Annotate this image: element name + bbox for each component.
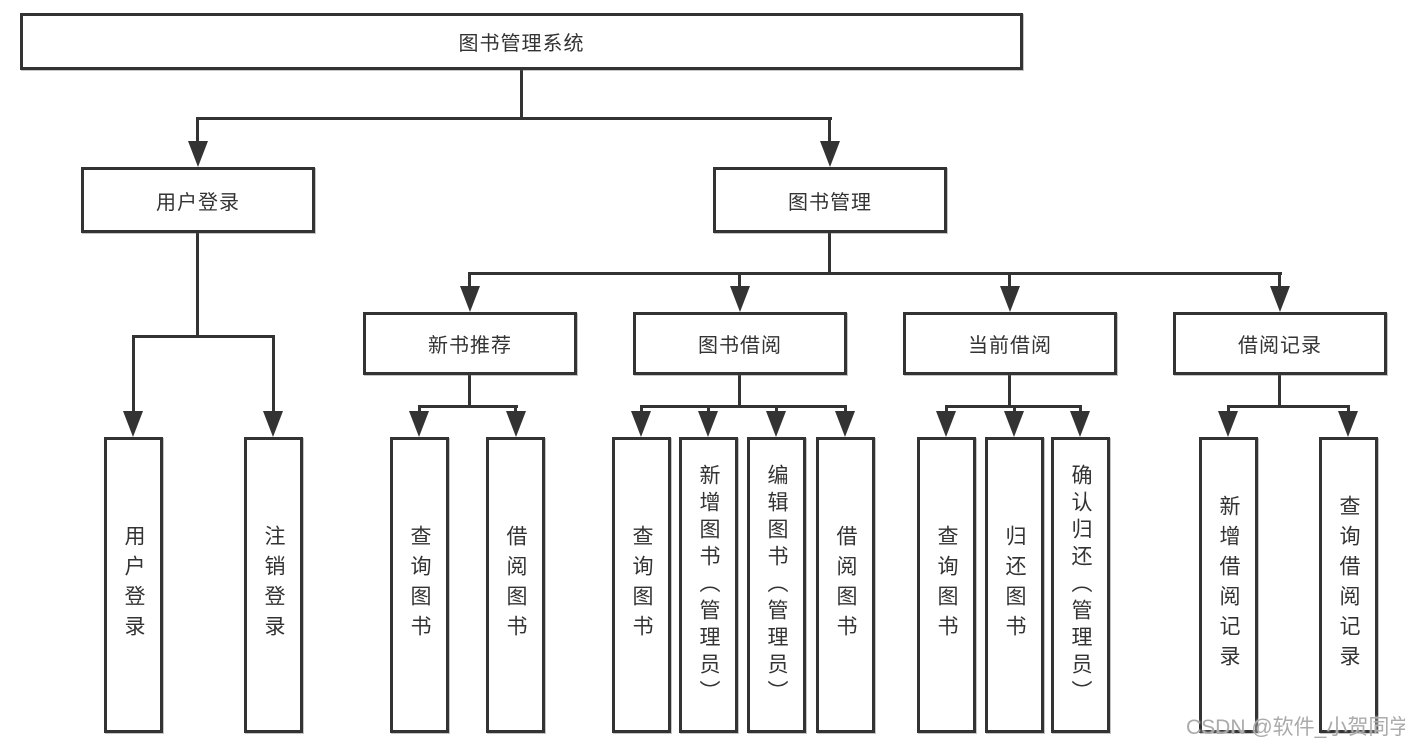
node-label: 查询图书 xyxy=(630,525,653,645)
leaf-confirm-return-admin: 确认归还（管理员） xyxy=(1051,437,1110,733)
node-label: 借阅图书 xyxy=(504,525,527,645)
node-label: 新书推荐 xyxy=(428,335,512,357)
node-label: 查询借阅记录 xyxy=(1337,495,1360,675)
node-label: 归还图书 xyxy=(1003,525,1026,645)
connector-line xyxy=(418,405,518,408)
node-book-borrowing: 图书借阅 xyxy=(633,312,847,375)
node-book-management: 图书管理 xyxy=(713,167,947,233)
connector-line xyxy=(1227,405,1350,408)
arrowhead-down-icon xyxy=(766,411,786,437)
arrowhead-down-icon xyxy=(1000,286,1020,312)
node-label: 编辑图书（管理员） xyxy=(765,463,788,707)
arrowhead-down-icon xyxy=(730,286,750,312)
leaf-query-books-current: 查询图书 xyxy=(917,437,976,733)
arrowhead-down-icon xyxy=(835,411,855,437)
node-label: 新增图书（管理员） xyxy=(697,463,720,707)
node-label: 借阅记录 xyxy=(1238,335,1322,357)
leaf-borrow-books-recommend: 借阅图书 xyxy=(486,437,545,733)
leaf-add-borrow-record: 新增借阅记录 xyxy=(1199,437,1258,733)
node-user-login: 用户登录 xyxy=(81,167,315,233)
arrowhead-down-icon xyxy=(1070,411,1090,437)
connector-line xyxy=(640,405,847,408)
leaf-edit-books-admin: 编辑图书（管理员） xyxy=(747,437,806,733)
connector-line xyxy=(196,117,199,147)
connector-line xyxy=(468,375,471,407)
connector-line xyxy=(1079,405,1082,413)
connector-line xyxy=(640,405,643,413)
arrowhead-down-icon xyxy=(631,411,651,437)
connector-line xyxy=(707,405,710,413)
node-label: 图书借阅 xyxy=(698,335,782,357)
connector-line xyxy=(945,405,948,413)
leaf-query-books-recommend: 查询图书 xyxy=(390,437,449,733)
connector-line xyxy=(272,335,275,411)
arrowhead-down-icon xyxy=(409,411,429,437)
connector-line xyxy=(828,233,831,274)
arrowhead-down-icon xyxy=(820,141,840,167)
arrowhead-down-icon xyxy=(460,286,480,312)
connector-line xyxy=(132,335,135,411)
node-label: 图书管理系统 xyxy=(458,33,585,55)
connector-line xyxy=(1008,375,1011,407)
arrowhead-down-icon xyxy=(1218,411,1238,437)
leaf-query-borrow-record: 查询借阅记录 xyxy=(1319,437,1378,733)
node-label: 当前借阅 xyxy=(968,335,1052,357)
connector-line xyxy=(514,405,517,413)
connector-line xyxy=(1013,405,1016,413)
arrowhead-down-icon xyxy=(1338,411,1358,437)
leaf-add-books-admin: 新增图书（管理员） xyxy=(679,437,738,733)
node-label: 新增借阅记录 xyxy=(1217,495,1240,675)
arrowhead-down-icon xyxy=(936,411,956,437)
node-label: 查询图书 xyxy=(408,525,431,645)
arrowhead-down-icon xyxy=(698,411,718,437)
arrowhead-down-icon xyxy=(188,141,208,167)
connector-line xyxy=(1008,272,1011,290)
connector-line xyxy=(1278,375,1281,407)
leaf-user-login: 用户登录 xyxy=(104,437,163,733)
arrowhead-down-icon xyxy=(1004,411,1024,437)
node-label: 查询图书 xyxy=(935,525,958,645)
arrowhead-down-icon xyxy=(123,411,143,437)
connector-line xyxy=(132,335,275,338)
connector-line xyxy=(520,70,523,117)
connector-line xyxy=(738,272,741,290)
connector-line xyxy=(1227,405,1230,413)
arrowhead-down-icon xyxy=(506,411,526,437)
connector-line xyxy=(738,375,741,407)
connector-line xyxy=(844,405,847,413)
node-label: 确认归还（管理员） xyxy=(1069,463,1092,707)
node-label: 用户登录 xyxy=(122,525,145,645)
connector-line xyxy=(196,117,832,120)
leaf-logout: 注销登录 xyxy=(244,437,303,733)
leaf-query-books-borrowing: 查询图书 xyxy=(612,437,671,733)
node-label: 注销登录 xyxy=(262,525,285,645)
node-library-management-system: 图书管理系统 xyxy=(20,13,1023,70)
connector-line xyxy=(468,272,471,290)
connector-line xyxy=(828,117,831,147)
connector-line xyxy=(469,272,1282,275)
node-current-borrowing: 当前借阅 xyxy=(903,312,1117,375)
leaf-return-books: 归还图书 xyxy=(985,437,1044,733)
node-label: 图书管理 xyxy=(788,191,872,214)
connector-line xyxy=(775,405,778,413)
node-label: 用户登录 xyxy=(156,191,240,214)
connector-line xyxy=(1347,405,1350,413)
node-label: 借阅图书 xyxy=(834,525,857,645)
connector-line xyxy=(1278,272,1281,290)
arrowhead-down-icon xyxy=(263,411,283,437)
connector-line xyxy=(196,233,199,335)
connector-line xyxy=(418,405,421,413)
node-borrowing-records: 借阅记录 xyxy=(1173,312,1387,375)
arrowhead-down-icon xyxy=(1270,286,1290,312)
leaf-borrow-books-borrowing: 借阅图书 xyxy=(816,437,875,733)
csdn-watermark: CSDN @软件_小贺同学 xyxy=(1186,716,1405,739)
node-new-book-recommend: 新书推荐 xyxy=(363,312,577,375)
